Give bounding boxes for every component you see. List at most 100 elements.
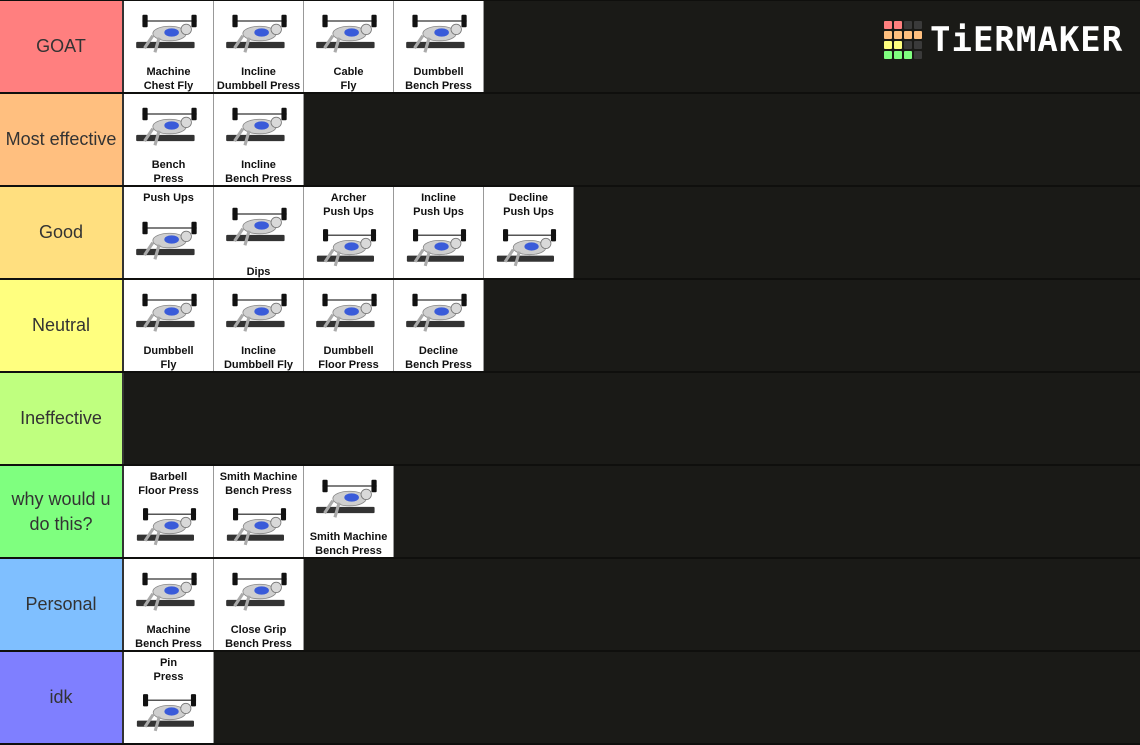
tier-item-card[interactable]: Smith Machine Bench Press — [214, 466, 304, 557]
tier-items-dropzone[interactable] — [124, 373, 1140, 464]
tier-item-caption: Machine Chest Fly — [143, 66, 194, 92]
logo-grid-cell — [884, 41, 892, 49]
tier-item-card[interactable]: Smith Machine Bench Press — [304, 466, 394, 557]
exercise-illustration-icon — [312, 284, 385, 339]
tier-label[interactable]: Neutral — [0, 280, 124, 371]
tier-item-card[interactable]: Incline Push Ups — [394, 187, 484, 278]
tier-item-card[interactable]: Bench Press — [124, 94, 214, 185]
tier-item-caption: Dumbbell Bench Press — [405, 66, 472, 92]
tier-item-caption: Machine Bench Press — [135, 624, 202, 650]
tier-item-caption: Incline Dumbbell Fly — [223, 345, 294, 371]
tier-label[interactable]: Personal — [0, 559, 124, 650]
tier-item-card[interactable]: Pin Press — [124, 652, 214, 743]
tier-item-card[interactable]: Close Grip Bench Press — [214, 559, 304, 650]
logo-grid-cell — [904, 51, 912, 59]
tier-item-card[interactable]: Barbell Floor Press — [124, 466, 214, 557]
exercise-illustration-icon — [222, 500, 295, 551]
tier-item-caption: Pin Press — [153, 657, 184, 683]
tier-item-caption: Cable Fly — [333, 66, 364, 92]
tier-item-card[interactable]: Dips — [214, 187, 304, 278]
tier-label[interactable]: idk — [0, 652, 124, 743]
logo-grid-cell — [884, 51, 892, 59]
tier-label[interactable]: Most effective — [0, 94, 124, 185]
logo-grid-cell — [884, 21, 892, 29]
tier-items-dropzone[interactable]: Machine Bench Press Close Grip Bench Pres… — [124, 559, 1140, 650]
exercise-illustration-icon — [222, 191, 295, 260]
exercise-illustration-icon — [222, 5, 295, 60]
logo-grid-cell — [894, 51, 902, 59]
tier-item-caption: Decline Push Ups — [503, 192, 554, 218]
exercise-illustration-icon — [222, 284, 295, 339]
tier-item-card[interactable]: Machine Bench Press — [124, 559, 214, 650]
exercise-illustration-icon — [312, 5, 385, 60]
exercise-illustration-icon — [132, 98, 205, 153]
logo-grid-cell — [894, 21, 902, 29]
exercise-illustration-icon — [312, 470, 385, 525]
tier-label[interactable]: Good — [0, 187, 124, 278]
tier-items-dropzone[interactable]: Pin Press — [124, 652, 1140, 743]
tier-item-card[interactable]: Dumbbell Floor Press — [304, 280, 394, 371]
tier-item-caption: Smith Machine Bench Press — [219, 471, 298, 497]
logo-grid-cell — [904, 21, 912, 29]
tier-row: GOAT Machine Chest Fly Incline Dumbbell Pr… — [0, 0, 1140, 94]
logo-grid-cell — [904, 31, 912, 39]
tier-row: Ineffective — [0, 373, 1140, 466]
exercise-illustration-icon — [132, 500, 205, 551]
exercise-illustration-icon — [132, 207, 205, 272]
tier-item-card[interactable]: Incline Bench Press — [214, 94, 304, 185]
exercise-illustration-icon — [132, 686, 205, 737]
logo-grid-cell — [914, 31, 922, 39]
exercise-illustration-icon — [492, 221, 565, 272]
tier-item-caption: Incline Push Ups — [413, 192, 464, 218]
logo-grid-cell — [904, 41, 912, 49]
exercise-illustration-icon — [402, 221, 475, 272]
tier-item-card[interactable]: Incline Dumbbell Fly — [214, 280, 304, 371]
tier-item-card[interactable]: Dumbbell Bench Press — [394, 1, 484, 92]
tier-item-card[interactable]: Push Ups — [124, 187, 214, 278]
logo-grid-cell — [894, 41, 902, 49]
tier-item-caption: Smith Machine Bench Press — [309, 531, 388, 557]
exercise-illustration-icon — [132, 563, 205, 618]
logo-grid-cell — [914, 41, 922, 49]
tier-item-card[interactable]: Incline Dumbbell Press — [214, 1, 304, 92]
tier-item-caption: Incline Bench Press — [225, 159, 292, 185]
logo-text: TiERMAKER — [930, 20, 1124, 60]
logo-grid-cell — [914, 51, 922, 59]
logo-grid-cell — [894, 31, 902, 39]
tier-label[interactable]: Ineffective — [0, 373, 124, 464]
tier-item-caption: Archer Push Ups — [323, 192, 374, 218]
exercise-illustration-icon — [402, 5, 475, 60]
tier-row: idk Pin Press — [0, 652, 1140, 745]
tiermaker-logo[interactable]: TiERMAKER — [884, 20, 1123, 60]
tier-item-caption: Dips — [246, 266, 271, 278]
exercise-illustration-icon — [312, 221, 385, 272]
tier-item-caption: Push Ups — [143, 192, 194, 204]
tier-label[interactable]: GOAT — [0, 1, 124, 92]
exercise-illustration-icon — [402, 284, 475, 339]
logo-grid-icon — [884, 21, 922, 59]
tier-item-card[interactable]: Machine Chest Fly — [124, 1, 214, 92]
tier-item-caption: Close Grip Bench Press — [225, 624, 292, 650]
tier-item-card[interactable]: Cable Fly — [304, 1, 394, 92]
tier-item-caption: Incline Dumbbell Press — [216, 66, 301, 92]
tier-items-dropzone[interactable]: Machine Chest Fly Incline Dumbbell Press C… — [124, 1, 1140, 92]
tier-items-dropzone[interactable]: Bench Press Incline Bench Press — [124, 94, 1140, 185]
tier-label[interactable]: why would u do this? — [0, 466, 124, 557]
tier-item-caption: Barbell Floor Press — [138, 471, 199, 497]
tier-item-card[interactable]: Decline Push Ups — [484, 187, 574, 278]
logo-grid-cell — [914, 21, 922, 29]
tier-item-card[interactable]: Archer Push Ups — [304, 187, 394, 278]
tier-item-caption: Bench Press — [151, 159, 186, 185]
exercise-illustration-icon — [132, 284, 205, 339]
tier-item-card[interactable]: Decline Bench Press — [394, 280, 484, 371]
tier-item-card[interactable]: Dumbbell Fly — [124, 280, 214, 371]
